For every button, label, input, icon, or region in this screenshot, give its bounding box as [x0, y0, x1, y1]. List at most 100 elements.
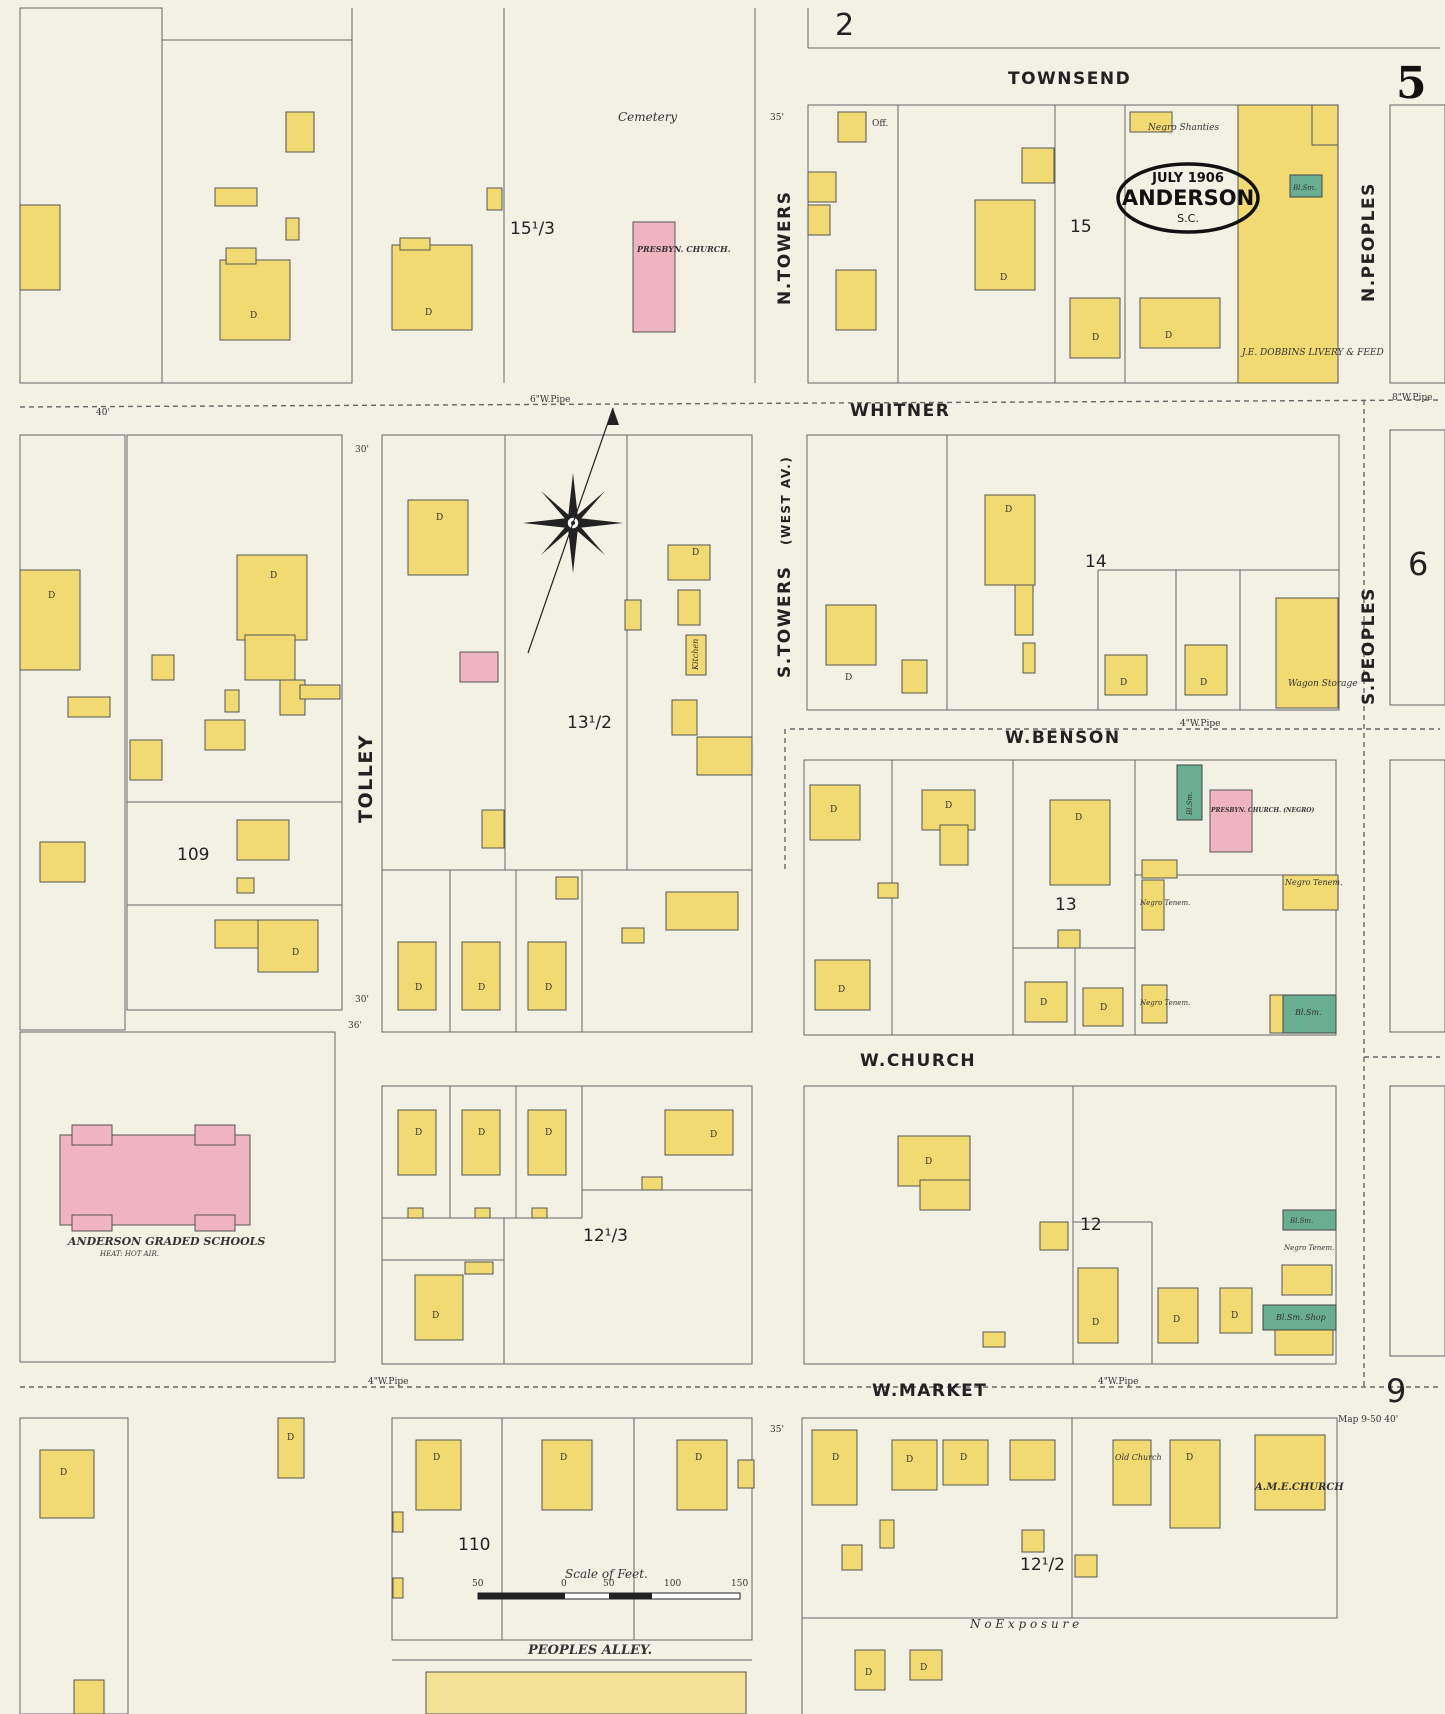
sheet-number: 5 — [1396, 58, 1427, 109]
sheet-numbers: 5 2 6 9 — [835, 8, 1428, 1410]
ame-church-label: A.M.E.CHURCH — [1254, 1482, 1344, 1493]
compass-rose — [523, 407, 623, 654]
bl-sm-label-1: Bl.Sm. — [1292, 184, 1316, 192]
street-townsend: TOWNSEND — [1008, 69, 1131, 89]
dwelling-d: D — [1092, 1318, 1099, 1328]
dwelling-d: D — [838, 985, 845, 995]
street-labels: TOWNSEND WHITNER W.BENSON W.CHURCH W.MAR… — [355, 69, 1379, 1658]
pipe-4-label-3: 4"W.Pipe — [1098, 1377, 1138, 1387]
dwelling-d: D — [60, 1468, 67, 1478]
dwelling-d: D — [545, 1128, 552, 1138]
dwelling-d: D — [832, 1453, 839, 1463]
dwelling-d: D — [695, 1453, 702, 1463]
street-w-benson: W.BENSON — [1005, 728, 1121, 748]
street-w-market: W.MARKET — [872, 1381, 987, 1401]
dwelling-d: D — [432, 1311, 439, 1321]
adjacent-sheet-right-upper: 6 — [1408, 545, 1428, 583]
cemetery-label: Cemetery — [618, 110, 677, 124]
dwelling-d: D — [710, 1130, 717, 1140]
dwelling-d: D — [415, 1128, 422, 1138]
map-ref-label: Map 9-50 40' — [1338, 1415, 1398, 1425]
dwelling-d: D — [925, 1157, 932, 1167]
width-36-label: 36' — [348, 1021, 362, 1031]
bl-sm-label-2: Bl.Sm. — [1186, 792, 1194, 816]
dwelling-d: D — [865, 1668, 872, 1678]
pipe-4-label: 4"W.Pipe — [1180, 719, 1220, 729]
presbyn-church-label: PRESBYN. CHURCH. — [636, 244, 731, 254]
wagon-storage-label: Wagon Storage — [1288, 679, 1358, 689]
negro-church-label: PRESBYN. CHURCH. (NEGRO) — [1210, 807, 1314, 814]
street-n-peoples: N.PEOPLES — [1359, 182, 1379, 302]
scale-title: Scale of Feet. — [565, 1567, 648, 1581]
negro-tenem-label-3: Negro Tenem. — [1139, 999, 1190, 1007]
block-12-1-3: 12¹/3 — [583, 1226, 628, 1246]
dwelling-d: D — [1005, 505, 1012, 515]
title-date: JULY 1906 — [1151, 171, 1224, 186]
negro-tenem-label-2: Negro Tenem. — [1139, 899, 1190, 907]
block-12: 12 — [1080, 1215, 1102, 1235]
block-14: 14 — [1085, 552, 1107, 572]
dwelling-d: D — [48, 591, 55, 601]
title-oval — [1116, 162, 1260, 234]
brick-buildings — [59, 221, 1253, 1232]
water-pipes — [19, 399, 1441, 1388]
dwelling-d: D — [1092, 333, 1099, 343]
dwelling-markers: D D D D D D D D D D D D D D D D D D D D … — [48, 273, 1238, 1678]
old-church-label: Old Church — [1115, 1453, 1162, 1462]
block-15: 15 — [1070, 217, 1092, 237]
scale-bar: Scale of Feet. 50 0 50 100 150 — [472, 1567, 748, 1600]
dwelling-d: D — [250, 311, 257, 321]
scale-tick: 50 — [472, 1579, 484, 1589]
block-13-1-2: 13¹/2 — [567, 713, 612, 733]
scale-tick: 100 — [664, 1579, 681, 1589]
bl-sm-label-4: Bl.Sm. — [1289, 1217, 1313, 1225]
width-40-label: 40' — [96, 408, 110, 418]
dwelling-d: D — [478, 983, 485, 993]
scale-tick: 150 — [731, 1579, 748, 1589]
street-n-towers: N.TOWERS — [775, 191, 795, 305]
dwelling-d: D — [415, 983, 422, 993]
dwelling-d: D — [292, 948, 299, 958]
off-label: Off. — [872, 119, 888, 129]
dwelling-d: D — [270, 571, 277, 581]
bl-sm-label-3: Bl.Sm. — [1294, 1008, 1322, 1017]
dwelling-d: D — [436, 513, 443, 523]
pipe-4-label-2: 4"W.Pipe — [368, 1377, 408, 1387]
dwelling-d: D — [433, 1453, 440, 1463]
block-numbers: 15¹/3 15 14 13¹/2 13 109 12¹/3 12 110 12… — [177, 217, 1107, 1575]
dwelling-d: D — [906, 1455, 913, 1465]
dwelling-d: D — [478, 1128, 485, 1138]
dobbins-label: J.E. DOBBINS LIVERY & FEED — [1240, 348, 1384, 358]
dwelling-d: D — [845, 673, 852, 683]
dwelling-d: D — [1120, 678, 1127, 688]
street-w-church: W.CHURCH — [860, 1051, 976, 1071]
dwelling-d: D — [1165, 331, 1172, 341]
street-s-peoples: S.PEOPLES — [1359, 587, 1379, 705]
dwelling-d: D — [692, 548, 699, 558]
title-cartouche: JULY 1906 ANDERSON S.C. — [1116, 162, 1260, 234]
block-110: 110 — [458, 1535, 490, 1555]
negro-tenem-label-1: Negro Tenem. — [1284, 878, 1343, 887]
kitchen-label: Kitchen — [691, 639, 700, 671]
width-35-label: 35' — [770, 113, 784, 123]
dwelling-d: D — [830, 805, 837, 815]
adjacent-sheet-top: 2 — [835, 8, 854, 43]
negro-shanties-label: Negro Shanties — [1147, 123, 1219, 133]
building-labels: Cemetery PRESBYN. CHURCH. PRESBYN. CHURC… — [67, 110, 1432, 1631]
dwelling-d: D — [287, 1433, 294, 1443]
dwelling-d: D — [1075, 813, 1082, 823]
block-13: 13 — [1055, 895, 1077, 915]
block-109: 109 — [177, 845, 209, 865]
dwelling-d: D — [1040, 998, 1047, 1008]
width-35-label-2: 35' — [770, 1425, 784, 1435]
street-peoples-alley: PEOPLES ALLEY. — [527, 1643, 652, 1658]
scale-tick: 0 — [561, 1579, 567, 1589]
street-tolley: TOLLEY — [355, 734, 377, 823]
street-west-av: (WEST AV.) — [779, 456, 793, 545]
dwelling-d: D — [425, 308, 432, 318]
no-exposure-label: N o E x p o s u r e — [969, 1617, 1079, 1631]
graded-schools-heat: HEAT: HOT AIR. — [99, 1250, 159, 1258]
street-s-towers: S.TOWERS — [775, 566, 795, 678]
dwelling-d: D — [1186, 1453, 1193, 1463]
